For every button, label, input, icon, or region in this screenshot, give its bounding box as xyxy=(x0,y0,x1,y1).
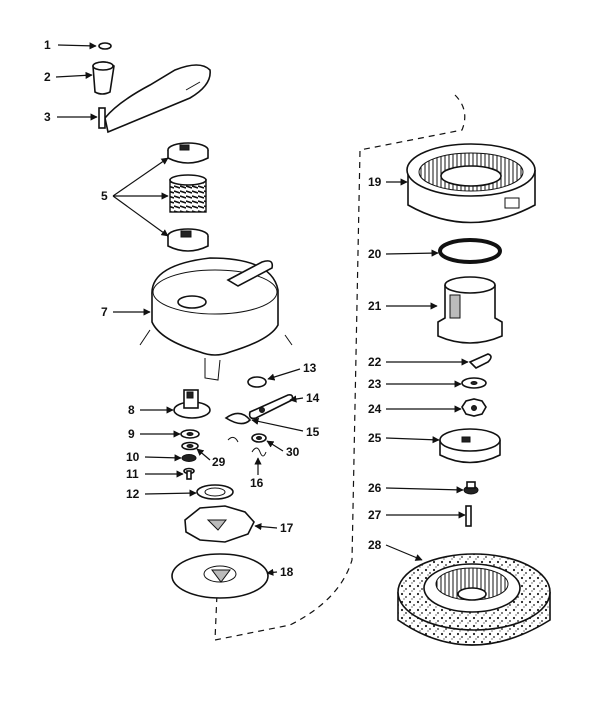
part-16-spring xyxy=(227,436,267,457)
leader-28 xyxy=(385,544,423,561)
callout-26: 26 xyxy=(368,481,382,495)
callout-22: 22 xyxy=(368,355,382,369)
callout-16: 16 xyxy=(250,476,264,490)
leader-18 xyxy=(266,568,278,576)
leader-12 xyxy=(144,489,197,497)
part-2-handle-knob xyxy=(92,61,115,95)
callout-13: 13 xyxy=(303,361,317,375)
part-21-hub xyxy=(437,276,503,344)
part-10-nut xyxy=(181,454,197,462)
callout-18: 18 xyxy=(280,565,294,579)
leader-5a xyxy=(112,157,169,197)
leader-20 xyxy=(385,249,439,257)
part-19-ring-gear-housing xyxy=(406,143,536,224)
callout-5: 5 xyxy=(101,189,108,203)
part-26-nut xyxy=(463,481,479,495)
part-20-o-ring xyxy=(438,238,502,264)
leader-15 xyxy=(251,417,304,432)
part-11-screw xyxy=(183,467,195,480)
part-22-pawl xyxy=(468,353,492,369)
callout-12: 12 xyxy=(126,487,140,501)
callout-23: 23 xyxy=(368,377,382,391)
part-30-washer xyxy=(251,433,267,443)
callout-8: 8 xyxy=(128,403,135,417)
callout-30: 30 xyxy=(286,445,300,459)
part-12-ring xyxy=(196,484,234,500)
part-28-wheel xyxy=(397,553,551,646)
leader-13 xyxy=(267,368,301,381)
leader-30 xyxy=(266,440,284,452)
callout-3: 3 xyxy=(44,110,51,124)
part-9-washer xyxy=(180,429,200,439)
callout-14: 14 xyxy=(306,391,320,405)
callout-10: 10 xyxy=(126,450,140,464)
part-17-star-plate xyxy=(184,505,255,543)
callout-2: 2 xyxy=(44,70,51,84)
assembly-group-outline xyxy=(214,94,466,641)
part-18-base-plate xyxy=(171,553,269,599)
part-15-link xyxy=(224,412,252,425)
callout-28: 28 xyxy=(368,538,382,552)
leader-17 xyxy=(254,523,278,531)
leader-10 xyxy=(144,454,182,462)
callout-19: 19 xyxy=(368,175,382,189)
part-3-crank-handle xyxy=(98,64,211,134)
part-25-cam xyxy=(439,428,501,464)
callout-1: 1 xyxy=(44,38,51,52)
leader-14 xyxy=(289,395,304,403)
part-14-lever xyxy=(248,394,294,420)
callout-15: 15 xyxy=(306,425,320,439)
part-8-gear xyxy=(173,389,211,419)
part-7-housing xyxy=(139,257,293,381)
part-1-retaining-ring xyxy=(98,42,112,50)
part-23-washer xyxy=(461,377,487,389)
callout-27: 27 xyxy=(368,508,382,522)
part-5-clutch-assembly xyxy=(167,142,209,252)
callout-9: 9 xyxy=(128,427,135,441)
leader-2 xyxy=(55,71,93,79)
part-13-clip xyxy=(247,376,267,388)
callout-7: 7 xyxy=(101,305,108,319)
callout-11: 11 xyxy=(126,467,139,481)
callout-21: 21 xyxy=(368,299,382,313)
leader-26 xyxy=(385,486,464,494)
leader-5c xyxy=(112,195,169,237)
leader-1 xyxy=(57,42,97,50)
callout-24: 24 xyxy=(368,402,382,416)
callout-25: 25 xyxy=(368,431,382,445)
leader-25 xyxy=(385,436,440,444)
callout-17: 17 xyxy=(280,521,294,535)
part-27-pin xyxy=(465,505,472,527)
part-24-small-gear xyxy=(461,398,487,417)
part-29-washer xyxy=(181,441,199,451)
leader-29 xyxy=(196,448,211,461)
callout-20: 20 xyxy=(368,247,382,261)
callout-29: 29 xyxy=(212,455,226,469)
